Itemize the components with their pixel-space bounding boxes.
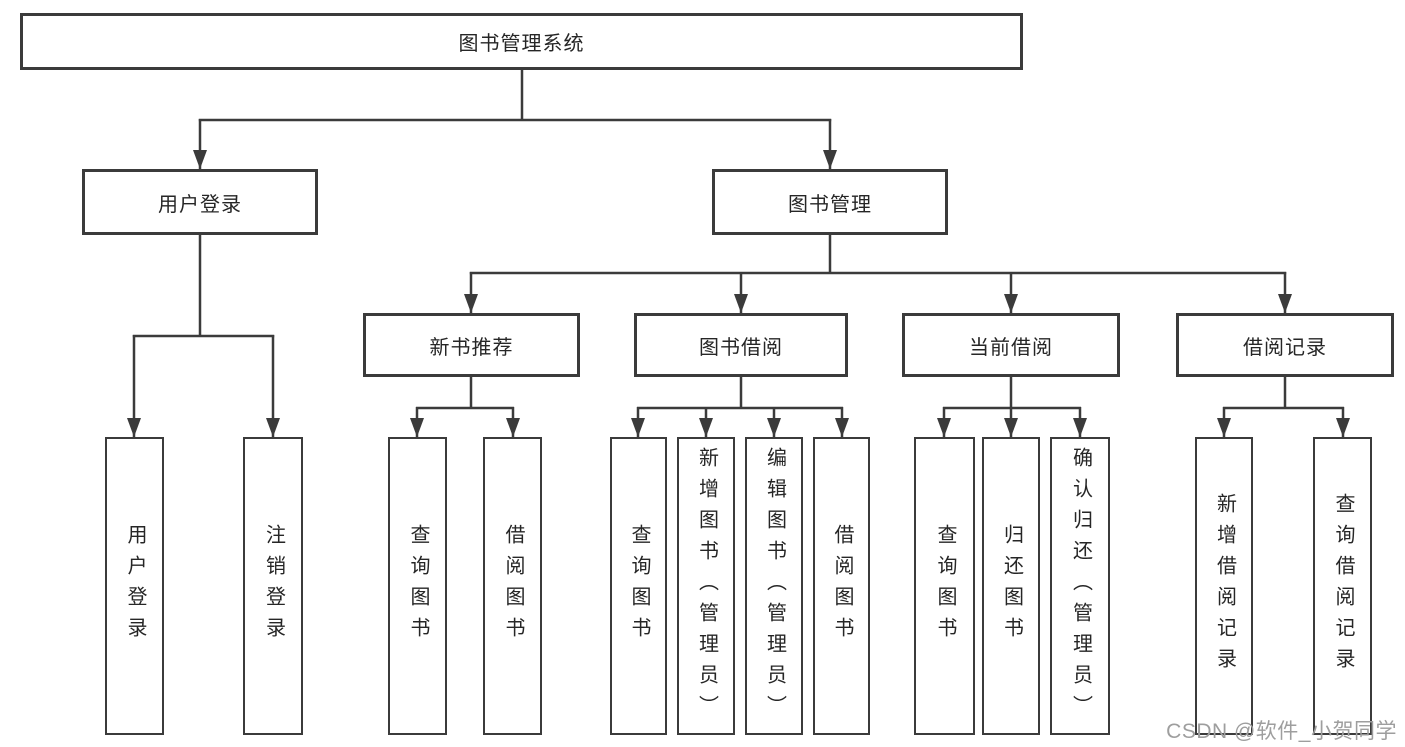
node-user-login: 用户登录 — [82, 169, 318, 235]
node-label: 用户登录 — [158, 193, 242, 216]
node-label: 新增借阅记录 — [1213, 493, 1236, 679]
node-current-borrow: 当前借阅 — [902, 313, 1120, 377]
connector-new-book-children — [410, 377, 520, 437]
node-label: 查询图书 — [934, 524, 956, 648]
leaf-borrow-books-recommend: 借阅图书 — [483, 437, 542, 735]
node-new-book-recommend: 新书推荐 — [363, 313, 580, 377]
leaf-query-books-current: 查询图书 — [914, 437, 975, 735]
node-label: 查询图书 — [407, 524, 429, 648]
node-book-borrow: 图书借阅 — [634, 313, 848, 377]
leaf-add-books-admin: 新增图书（管理员） — [677, 437, 735, 735]
leaf-logout: 注销登录 — [243, 437, 303, 735]
leaf-confirm-return-admin: 确认归还（管理员） — [1050, 437, 1110, 735]
node-label: 编辑图书（管理员） — [763, 446, 786, 726]
node-label: 借阅图书 — [831, 524, 853, 648]
leaf-edit-books-admin: 编辑图书（管理员） — [745, 437, 803, 735]
leaf-query-books-recommend: 查询图书 — [388, 437, 447, 735]
connector-user-login-children — [127, 234, 280, 437]
node-label: 查询图书 — [628, 524, 650, 648]
connector-current-borrow-children — [937, 377, 1087, 437]
leaf-query-books-borrow: 查询图书 — [610, 437, 667, 735]
node-label: 注销登录 — [262, 524, 285, 648]
node-library-system-root: 图书管理系统 — [20, 13, 1023, 70]
node-label: 查询借阅记录 — [1332, 493, 1354, 679]
node-label: 确认归还（管理员） — [1069, 446, 1092, 726]
node-book-management: 图书管理 — [712, 169, 948, 235]
node-label: 当前借阅 — [969, 336, 1053, 359]
node-label: 新增图书（管理员） — [695, 446, 718, 726]
node-label: 归还图书 — [1000, 524, 1023, 648]
connector-root-to-level2 — [193, 69, 837, 169]
leaf-return-books: 归还图书 — [982, 437, 1040, 735]
node-label: 图书借阅 — [699, 336, 783, 359]
node-label: 新书推荐 — [429, 336, 514, 359]
connector-book-borrow-children — [631, 377, 849, 437]
connector-records-children — [1217, 377, 1350, 437]
node-label: 借阅图书 — [502, 524, 524, 648]
node-label: 借阅记录 — [1243, 336, 1327, 359]
node-label: 用户登录 — [124, 524, 146, 648]
leaf-user-login: 用户登录 — [105, 437, 164, 735]
leaf-query-borrow-record: 查询借阅记录 — [1313, 437, 1372, 735]
leaf-borrow-books: 借阅图书 — [813, 437, 870, 735]
node-label: 图书管理 — [788, 193, 872, 216]
csdn-watermark: CSDN @软件_小贺同学 — [1166, 720, 1397, 743]
connector-book-mgmt-children — [464, 234, 1292, 313]
node-label: 图书管理系统 — [458, 33, 585, 55]
leaf-add-borrow-record: 新增借阅记录 — [1195, 437, 1253, 735]
node-borrow-records: 借阅记录 — [1176, 313, 1394, 377]
